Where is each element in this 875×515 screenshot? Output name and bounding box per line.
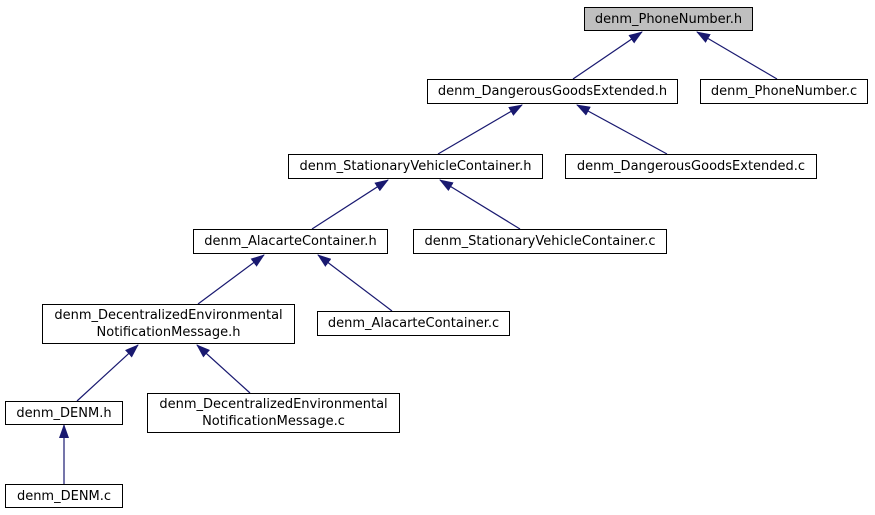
node-denm-denm-h[interactable]: denm_DENM.h <box>5 401 123 425</box>
node-denm-alacartecontainer-h[interactable]: denm_AlacarteContainer.h <box>193 229 388 254</box>
node-denm-decentralizedenvironmentalnotificationmessage-h[interactable]: denm_DecentralizedEnvironmental Notifica… <box>42 304 295 344</box>
edge-alacartecontainer_h-stationaryvehiclecontainer_h <box>311 179 389 230</box>
node-denm-dangerousgoodsextended-h[interactable]: denm_DangerousGoodsExtended.h <box>427 79 678 104</box>
edge-dangerousgoodsextended_h-phonenumber_h <box>572 31 643 80</box>
node-label: denm_DENM.h <box>16 405 112 421</box>
node-label: denm_DangerousGoodsExtended.h <box>437 84 668 99</box>
edge-denm_h-decentralized_h <box>76 344 139 402</box>
node-label: denm_DENM.c <box>16 488 112 504</box>
node-label-line1: denm_DecentralizedEnvironmental <box>54 308 283 323</box>
edge-decentralized_c-decentralized_h <box>196 344 251 394</box>
edge-stationaryvehiclecontainer_h-dangerousgoodsextended_h <box>437 104 523 155</box>
node-label: denm_DangerousGoodsExtended.c <box>576 159 806 174</box>
node-label: denm_PhoneNumber.h <box>594 11 743 27</box>
node-denm-phonenumber-h[interactable]: denm_PhoneNumber.h <box>584 7 753 31</box>
node-denm-stationaryvehiclecontainer-c[interactable]: denm_StationaryVehicleContainer.c <box>413 229 667 254</box>
node-label: denm_AlacarteContainer.h <box>204 234 377 249</box>
node-label: denm_AlacarteContainer.c <box>327 316 500 331</box>
edge-decentralized_h-alacartecontainer_h <box>197 254 265 305</box>
node-denm-decentralizedenvironmentalnotificationmessage-c[interactable]: denm_DecentralizedEnvironmental Notifica… <box>147 393 400 433</box>
node-label: denm_StationaryVehicleContainer.c <box>424 234 656 249</box>
edge-phonenumber_c-phonenumber_h <box>696 31 778 80</box>
node-label-line2: NotificationMessage.c <box>202 414 345 429</box>
node-label: denm_PhoneNumber.c <box>710 84 858 99</box>
edge-alacartecontainer_c-alacartecontainer_h <box>317 254 393 312</box>
edge-stationaryvehiclecontainer_c-stationaryvehiclecontainer_h <box>439 179 521 230</box>
edge-dangerousgoodsextended_c-dangerousgoodsextended_h <box>576 104 668 155</box>
node-denm-phonenumber-c[interactable]: denm_PhoneNumber.c <box>700 79 868 104</box>
node-denm-stationaryvehiclecontainer-h[interactable]: denm_StationaryVehicleContainer.h <box>288 154 543 179</box>
node-label-line2: NotificationMessage.h <box>96 325 241 340</box>
node-denm-denm-c[interactable]: denm_DENM.c <box>5 484 123 508</box>
node-denm-dangerousgoodsextended-c[interactable]: denm_DangerousGoodsExtended.c <box>565 154 817 179</box>
node-denm-alacartecontainer-c[interactable]: denm_AlacarteContainer.c <box>317 311 510 336</box>
node-label-line1: denm_DecentralizedEnvironmental <box>159 397 388 412</box>
node-label: denm_StationaryVehicleContainer.h <box>299 159 532 174</box>
